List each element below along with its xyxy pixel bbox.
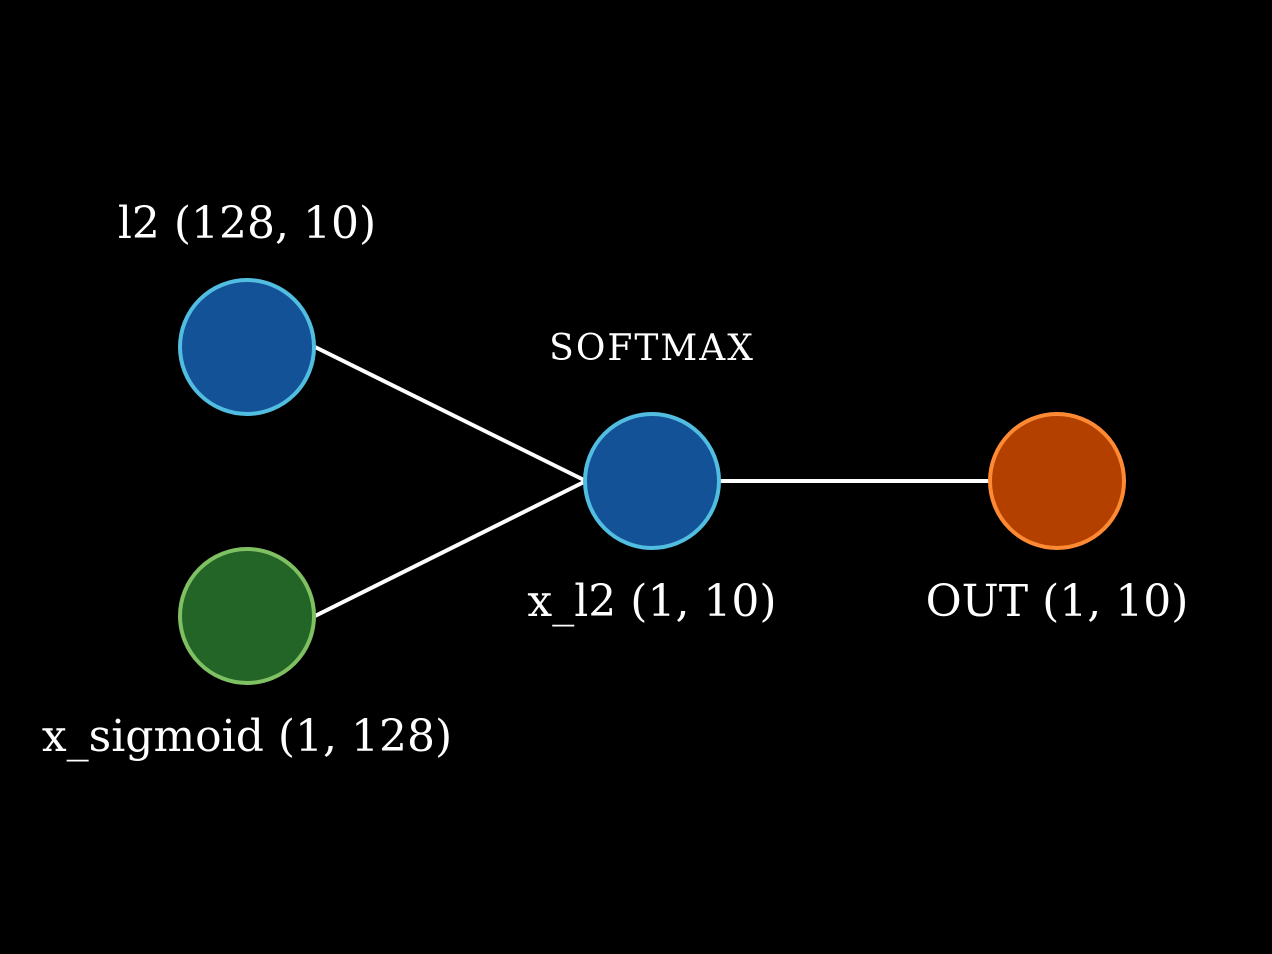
node-l2-label: l2 (128, 10) [118, 198, 376, 249]
node-x-l2[interactable] [583, 412, 721, 550]
op-softmax-label: SOFTMAX [549, 328, 755, 369]
node-x-sigmoid-label: x_sigmoid (1, 128) [42, 711, 452, 762]
node-out[interactable] [988, 412, 1126, 550]
node-l2[interactable] [178, 278, 316, 416]
node-x-sigmoid[interactable] [178, 547, 316, 685]
node-x-l2-label: x_l2 (1, 10) [527, 576, 776, 627]
edge-l2-to-x-l2 [314, 345, 587, 483]
edge-x-sigmoid-to-x-l2 [314, 479, 587, 618]
node-out-label: OUT (1, 10) [926, 576, 1189, 627]
